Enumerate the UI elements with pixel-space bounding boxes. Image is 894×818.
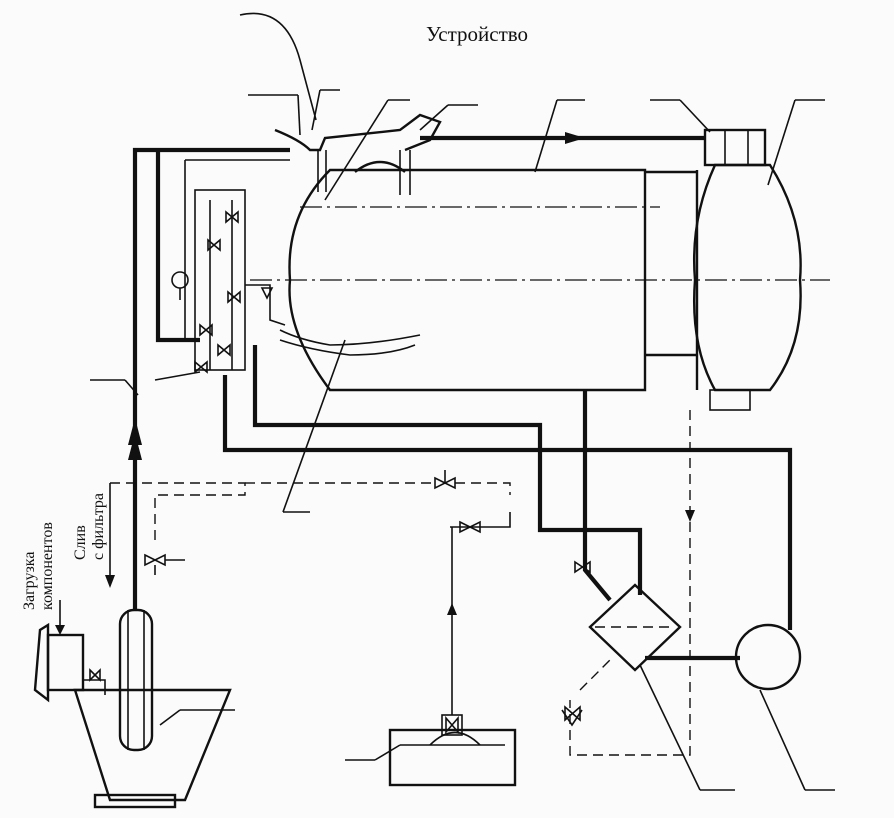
drain-label-line1: Слив bbox=[72, 525, 89, 560]
drain-label-line2: с фильтра bbox=[90, 493, 107, 560]
loading-label-line2: компонентов bbox=[39, 522, 56, 610]
loading-label: Загрузка компонентов bbox=[21, 522, 56, 610]
line-valves bbox=[144, 470, 591, 727]
hopper bbox=[33, 483, 232, 809]
loading-label-line1: Загрузка bbox=[21, 552, 38, 610]
reservoir bbox=[388, 527, 517, 787]
callout-lines bbox=[90, 12, 835, 791]
pump bbox=[734, 623, 802, 691]
drain-label: Слив с фильтра bbox=[72, 493, 107, 560]
filter bbox=[588, 583, 682, 672]
diagram-title: Устройство bbox=[425, 22, 529, 46]
flow-arrow-up bbox=[128, 418, 142, 445]
control-panel bbox=[171, 159, 421, 374]
right-vessel bbox=[645, 128, 802, 411]
process-piping bbox=[128, 132, 793, 661]
flow-arrow-top bbox=[565, 132, 585, 144]
main-tank bbox=[250, 168, 830, 392]
return-lines bbox=[110, 410, 695, 756]
top-fittings bbox=[274, 113, 442, 195]
